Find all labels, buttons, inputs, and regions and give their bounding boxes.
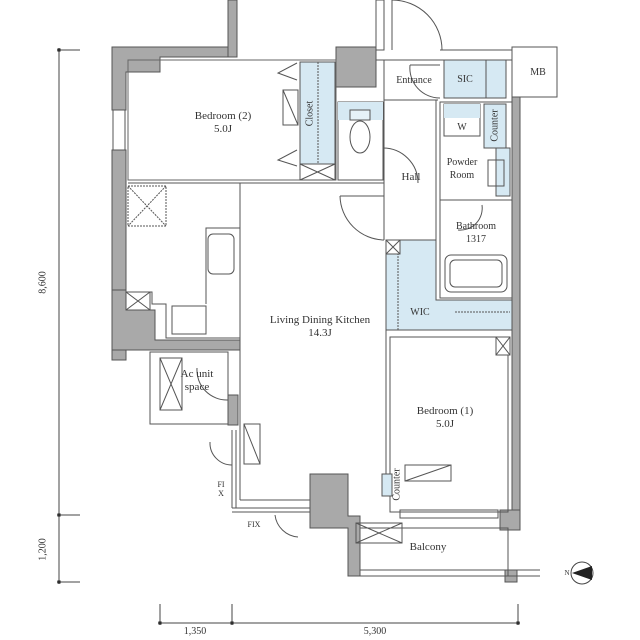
dimension-bottom-right: 5,300 (363, 626, 387, 637)
counter-label-top: Counter (489, 109, 501, 142)
compass-north-label: N (564, 569, 570, 577)
room-name: Living Dining Kitchen (269, 314, 371, 326)
closet-label: Closet (304, 100, 316, 127)
mb-label: MB (530, 67, 546, 78)
room-name: Powder (446, 157, 478, 168)
entrance-label: Entrance (396, 75, 432, 86)
washer-label: W (457, 122, 467, 133)
room-size: 5.0J (435, 418, 455, 430)
powder-room-label: Powder Room (436, 156, 488, 182)
ldk-label: Living Dining Kitchen 14.3J (255, 314, 385, 340)
fix-label-horizontal: FIX (247, 520, 261, 529)
compass-icon (570, 561, 594, 585)
wic-label: WIC (410, 307, 430, 318)
sic-label: SIC (457, 74, 473, 85)
counter-label-bottom: Counter (391, 468, 403, 501)
room-size: 5.0J (213, 123, 233, 135)
bathroom-label: Bathroom 1317 (446, 220, 506, 246)
structural-walls (111, 0, 558, 583)
room-name: Bathroom (456, 221, 496, 232)
hall-label: Hall (401, 171, 421, 183)
dimension-left-upper: 8,600 (37, 271, 49, 294)
balcony-label: Balcony (409, 541, 447, 553)
room-name-line2: Room (449, 170, 475, 181)
dimension-left-lower: 1,200 (37, 538, 49, 561)
ac-unit-space-label: Ac unit space (172, 368, 222, 394)
dimension-bottom-left: 1,350 (183, 626, 207, 637)
bedroom2-label: Bedroom (2) 5.0J (178, 110, 268, 136)
room-size: 1317 (466, 234, 486, 245)
room-name-line2: space (184, 381, 210, 393)
room-name: Bedroom (2) (194, 110, 252, 122)
bedroom1-label: Bedroom (1) 5.0J (400, 405, 490, 431)
room-size: 14.3J (308, 327, 332, 339)
room-name: Ac unit (180, 368, 214, 380)
room-name: Bedroom (1) (416, 405, 474, 417)
fix-label-vertical: FIX (217, 480, 225, 498)
